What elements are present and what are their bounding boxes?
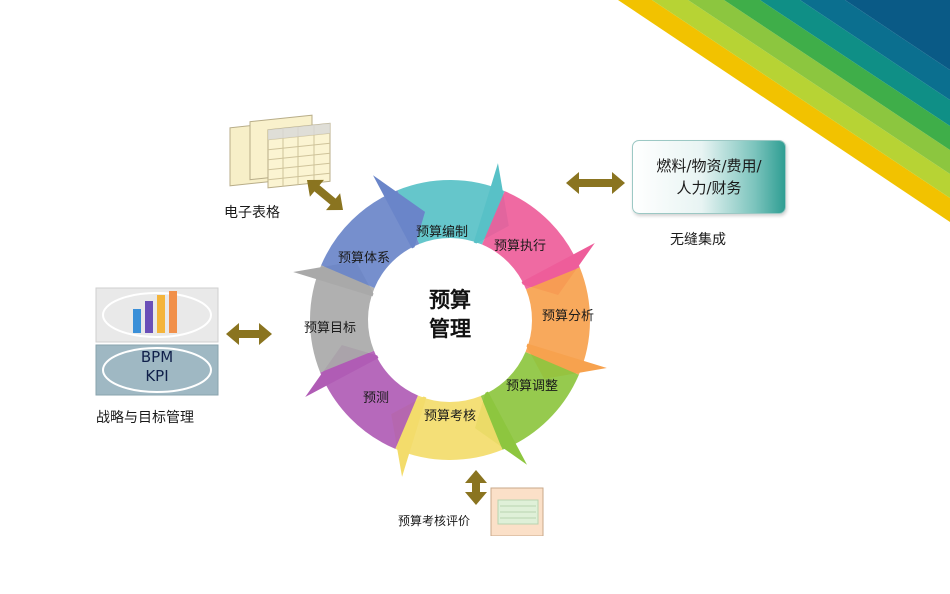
document-icon: [490, 487, 544, 536]
double-arrow-icon: [465, 470, 487, 505]
cycle-segment: [395, 395, 503, 460]
integration-box-text: 燃料/物资/费用/ 人力/财务: [656, 157, 762, 197]
bar-chart-icon: [95, 287, 219, 396]
integration-label: 无缝集成: [670, 232, 726, 248]
stripe: [845, 0, 950, 70]
cycle-arrowhead: [518, 243, 595, 296]
center-title: 预算 管理: [395, 286, 505, 344]
spreadsheet-icon: [229, 114, 331, 189]
cycle-arrowhead: [373, 175, 426, 252]
stripe: [760, 0, 950, 126]
stripe: [724, 0, 950, 150]
stage-label: 预算编制: [416, 225, 468, 240]
stripe: [618, 0, 950, 222]
center-title-line1: 预算: [429, 288, 471, 312]
stage-label: 预测: [363, 391, 389, 406]
evaluation-label: 预算考核评价: [398, 514, 471, 528]
double-arrow-icon: [226, 323, 272, 345]
strategy-label: 战略与目标管理: [96, 410, 194, 426]
stage-label: 预算分析: [542, 309, 594, 324]
double-arrow-icon: [566, 172, 625, 194]
cycle-segment: [310, 265, 375, 373]
double-arrow-icon: [307, 179, 343, 211]
spreadsheet-label: 电子表格: [224, 205, 280, 221]
stage-label: 预算体系: [338, 251, 390, 266]
center-title-line2: 管理: [429, 317, 471, 341]
kpi-text: BPM KPI: [140, 348, 174, 385]
cycle-center-disc: [369, 239, 531, 401]
cycle-segment: [397, 180, 505, 245]
cycle-arrowhead: [305, 344, 382, 397]
stage-label: 预算考核: [424, 409, 476, 424]
stage-label: 预算目标: [304, 321, 356, 336]
cycle-segment: [525, 267, 590, 375]
integration-box: 燃料/物资/费用/ 人力/财务: [632, 140, 786, 214]
stripe: [688, 0, 950, 174]
stage-label: 预算调整: [506, 379, 558, 394]
stage-label: 预算执行: [494, 239, 546, 254]
stripe: [800, 0, 950, 100]
stripe: [652, 0, 950, 198]
cycle-arrowhead: [474, 388, 527, 465]
